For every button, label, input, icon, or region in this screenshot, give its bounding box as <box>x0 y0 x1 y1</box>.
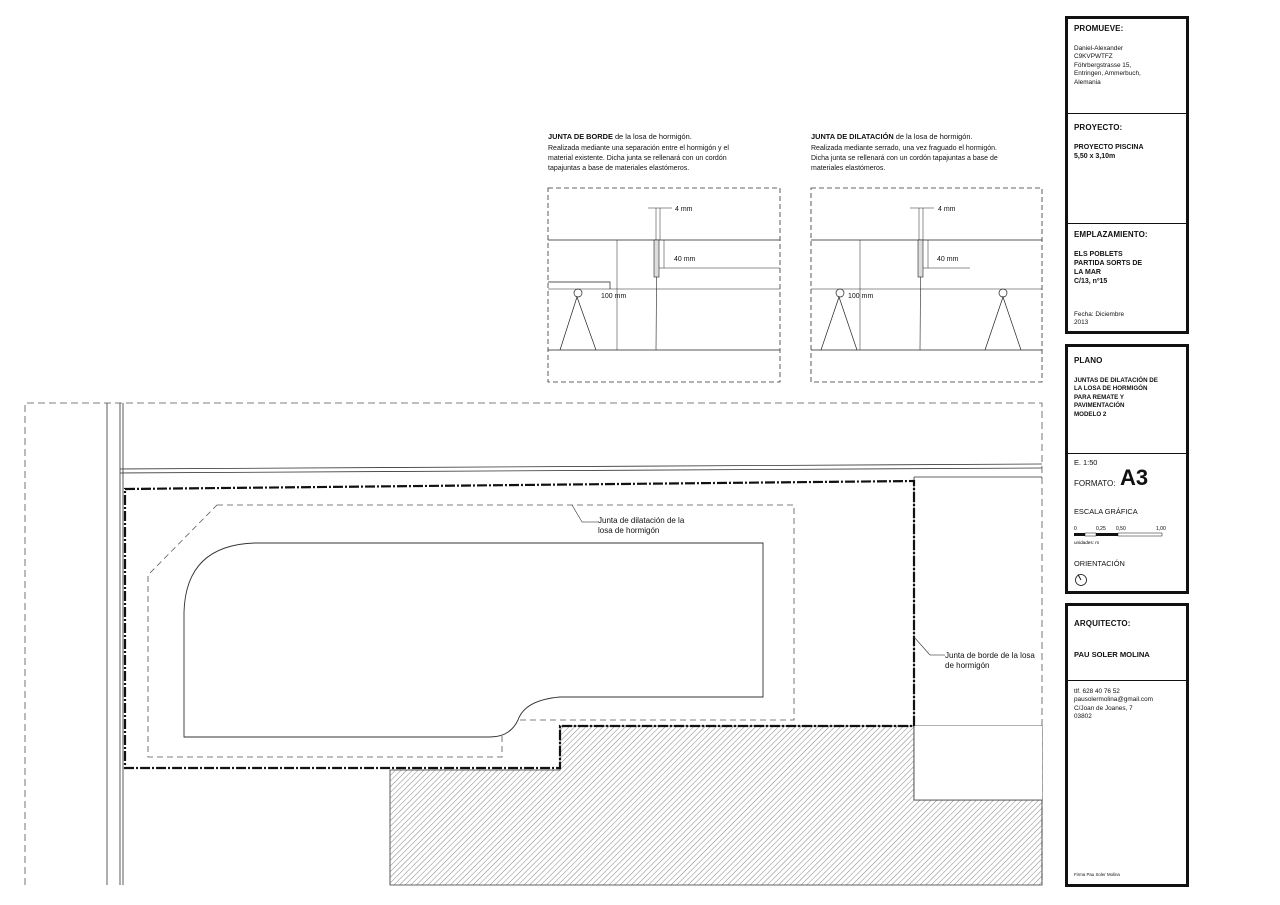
plano-label: PLANO <box>1074 356 1103 365</box>
promueve-text: Daniel-Alexander C9KVPWTFZ Föhrbergstras… <box>1074 45 1141 86</box>
plot-boundary <box>24 402 1043 885</box>
scale-tick-0: 0 <box>1074 526 1077 532</box>
detail-left-line-1: Realizada mediante una separación entre … <box>548 145 729 152</box>
detail-junta-borde: JUNTA DE BORDE de la losa de hormigón. R… <box>547 132 781 383</box>
detail-left-dim-slab: 100 mm <box>601 293 626 300</box>
detail-left-line-2: material existente. Dicha junta se relle… <box>548 155 727 162</box>
escala-grafica-label: ESCALA GRÁFICA <box>1074 507 1138 516</box>
titleblock-box-2: PLANO JUNTAS DE DILATACIÓN DE LA LOSA DE… <box>1065 344 1189 594</box>
north-arrow-icon <box>1075 574 1087 586</box>
scale-tick-3: 1,00 <box>1156 526 1166 532</box>
site-plan: Junta de dilatación de la losa de hormig… <box>24 402 1043 886</box>
escala-text: E. 1:50 <box>1074 458 1098 467</box>
svg-text:JUNTA DE BORDE de la losa de h: JUNTA DE BORDE de la losa de hormigón. <box>548 132 692 141</box>
detail-right-line-2: Dicha junta se rellenará con un cordón t… <box>811 155 998 162</box>
scale-tick-1: 0,25 <box>1096 526 1106 532</box>
detail-left-frame <box>547 187 781 383</box>
junta-borde-line <box>123 479 916 770</box>
fecha-text: Fecha: Diciembre 2013 <box>1074 311 1125 327</box>
detail-right-frame <box>810 187 1043 383</box>
emplazamiento-text: ELS POBLETS PARTIDA SORTS DE LA MAR C/13… <box>1074 251 1143 285</box>
orientacion-label: ORIENTACIÓN <box>1074 559 1125 568</box>
formato-value: A3 <box>1120 465 1149 490</box>
scale-units: unidades: m <box>1074 540 1099 545</box>
detail-right-line-3: materiales elastómeros. <box>811 165 885 172</box>
detail-left-line-3: tapajuntas a base de materiales elastóme… <box>548 165 689 172</box>
detail-right-title-rest: de la losa de hormigón. <box>894 132 973 141</box>
arquitecto-label: ARQUITECTO: <box>1074 619 1131 628</box>
promueve-label: PROMUEVE: <box>1074 24 1124 33</box>
detail-left-title-rest: de la losa de hormigón. <box>613 132 692 141</box>
detail-right-dim-gap: 4 mm <box>938 206 956 213</box>
detail-junta-dilatacion: JUNTA DE DILATACIÓN de la losa de hormig… <box>810 132 1043 383</box>
detail-left-title: JUNTA DE BORDE <box>548 132 613 141</box>
callout-dilatacion-line-1: Junta de dilatación de la <box>598 516 685 525</box>
pool-outline <box>183 542 764 738</box>
detail-right-dim-depth: 40 mm <box>937 256 959 263</box>
titleblock-box-1: PROMUEVE: Daniel-Alexander C9KVPWTFZ Föh… <box>1065 16 1189 334</box>
firma-text: Firma Pau Soler Molina <box>1074 872 1120 877</box>
detail-right-title: JUNTA DE DILATACIÓN <box>811 132 894 141</box>
arquitecto-name: PAU SOLER MOLINA <box>1074 650 1150 659</box>
emplazamiento-label: EMPLAZAMIENTO: <box>1074 230 1148 239</box>
scale-tick-2: 0,50 <box>1116 526 1126 532</box>
callout-dilatacion-line-2: losa de hormigón <box>598 526 659 535</box>
detail-left-dim-gap: 4 mm <box>675 206 693 213</box>
arquitecto-contact: tlf. 628 40 76 52 pausolermolina@gmail.c… <box>1074 688 1153 721</box>
graphic-scale-bar: 0 0,25 0,50 1,00 unidades: m <box>1074 526 1166 545</box>
plano-text: JUNTAS DE DILATACIÓN DE LA LOSA DE HORMI… <box>1074 377 1158 418</box>
detail-right-dim-slab: 100 mm <box>848 293 873 300</box>
svg-text:JUNTA DE DILATACIÓN de la losa: JUNTA DE DILATACIÓN de la losa de hormig… <box>811 132 973 141</box>
junta-dilatacion-line <box>147 504 795 758</box>
callout-borde-line-2: de hormigón <box>945 661 989 670</box>
titleblock-box-3: ARQUITECTO: PAU SOLER MOLINA tlf. 628 40… <box>1065 603 1189 887</box>
detail-left-dim-depth: 40 mm <box>674 256 696 263</box>
callout-borde-line-1: Junta de borde de la losa <box>945 651 1035 660</box>
proyecto-text: PROYECTO PISCINA 5,50 x 3,10m <box>1074 144 1144 160</box>
formato-label: FORMATO: <box>1074 479 1116 488</box>
detail-right-line-1: Realizada mediante serrado, una vez frag… <box>811 145 997 152</box>
proyecto-label: PROYECTO: <box>1074 123 1123 132</box>
